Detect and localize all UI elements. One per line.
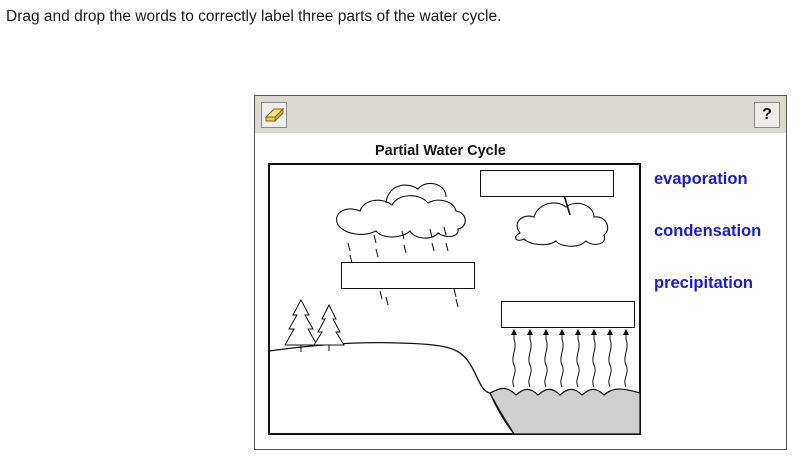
word-precipitation[interactable]: precipitation bbox=[654, 274, 754, 292]
water-cycle-widget: ? Partial Water Cycle bbox=[254, 95, 787, 450]
arrow-heads bbox=[511, 329, 629, 335]
toolbar: ? bbox=[255, 96, 786, 133]
rain-drops bbox=[347, 226, 459, 308]
drop-target-evaporation-box[interactable] bbox=[501, 301, 635, 328]
diagram-title: Partial Water Cycle bbox=[375, 143, 506, 159]
help-button[interactable]: ? bbox=[754, 102, 780, 128]
instruction-text: Drag and drop the words to correctly lab… bbox=[6, 8, 502, 25]
tree-icon bbox=[284, 298, 345, 352]
eraser-icon bbox=[264, 107, 285, 123]
drop-target-precipitation-box[interactable] bbox=[341, 262, 475, 289]
evaporation-arrows bbox=[512, 333, 628, 388]
drop-target-condensation-box[interactable] bbox=[480, 170, 614, 197]
eraser-button[interactable] bbox=[261, 102, 287, 128]
word-condensation[interactable]: condensation bbox=[654, 222, 762, 240]
cloud-icon bbox=[515, 202, 609, 247]
label-pointer-line bbox=[563, 194, 571, 216]
rain-cloud-icon bbox=[336, 182, 466, 239]
water-body bbox=[489, 387, 641, 435]
word-evaporation[interactable]: evaporation bbox=[654, 170, 748, 188]
water-cycle-diagram bbox=[268, 163, 641, 435]
